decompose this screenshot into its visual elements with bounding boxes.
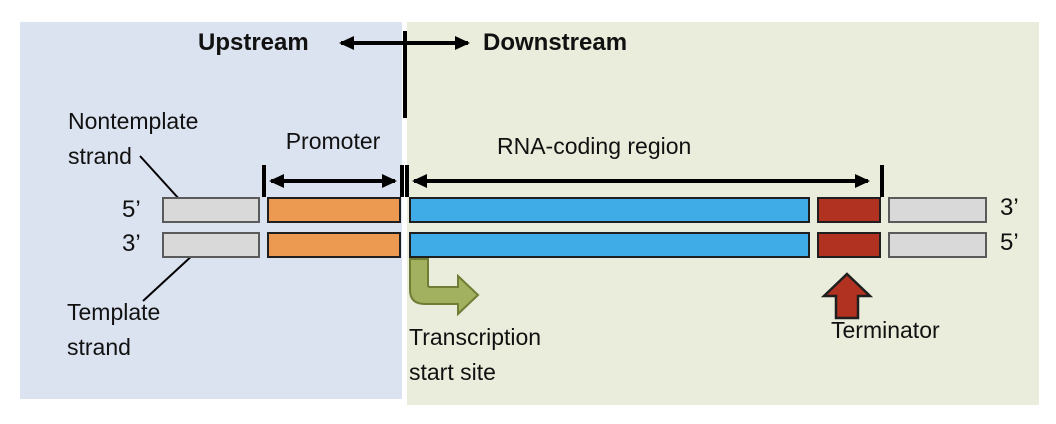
promoter-label: Promoter [285, 128, 381, 154]
strand-end-bottom-left: 3’ [122, 230, 141, 257]
segment-rna-coding-top [409, 197, 810, 223]
rna-coding-region-label: RNA-coding region [497, 133, 692, 159]
downstream-label: Downstream [483, 29, 628, 56]
transcription-start-site-label: Transcription start site [409, 324, 542, 385]
segment-downstream-flank-bottom [888, 232, 987, 258]
segment-downstream-flank-top [888, 197, 987, 223]
terminator-label: Terminator [831, 317, 940, 343]
segment-terminator-top [817, 197, 881, 223]
segment-terminator-bottom [817, 232, 881, 258]
strand-end-top-right: 3’ [1000, 194, 1019, 221]
nontemplate-strand-label: Nontemplate strand [68, 108, 199, 169]
strand-end-bottom-right: 5’ [1000, 229, 1019, 256]
segment-promoter-bottom [267, 232, 401, 258]
segment-upstream-flank-top [162, 197, 260, 223]
strand-end-top-left: 5’ [122, 196, 141, 223]
segment-upstream-flank-bottom [162, 232, 260, 258]
segment-promoter-top [267, 197, 401, 223]
template-strand-label: Template strand [67, 299, 161, 360]
segment-rna-coding-bottom [409, 232, 810, 258]
upstream-label: Upstream [198, 29, 309, 56]
